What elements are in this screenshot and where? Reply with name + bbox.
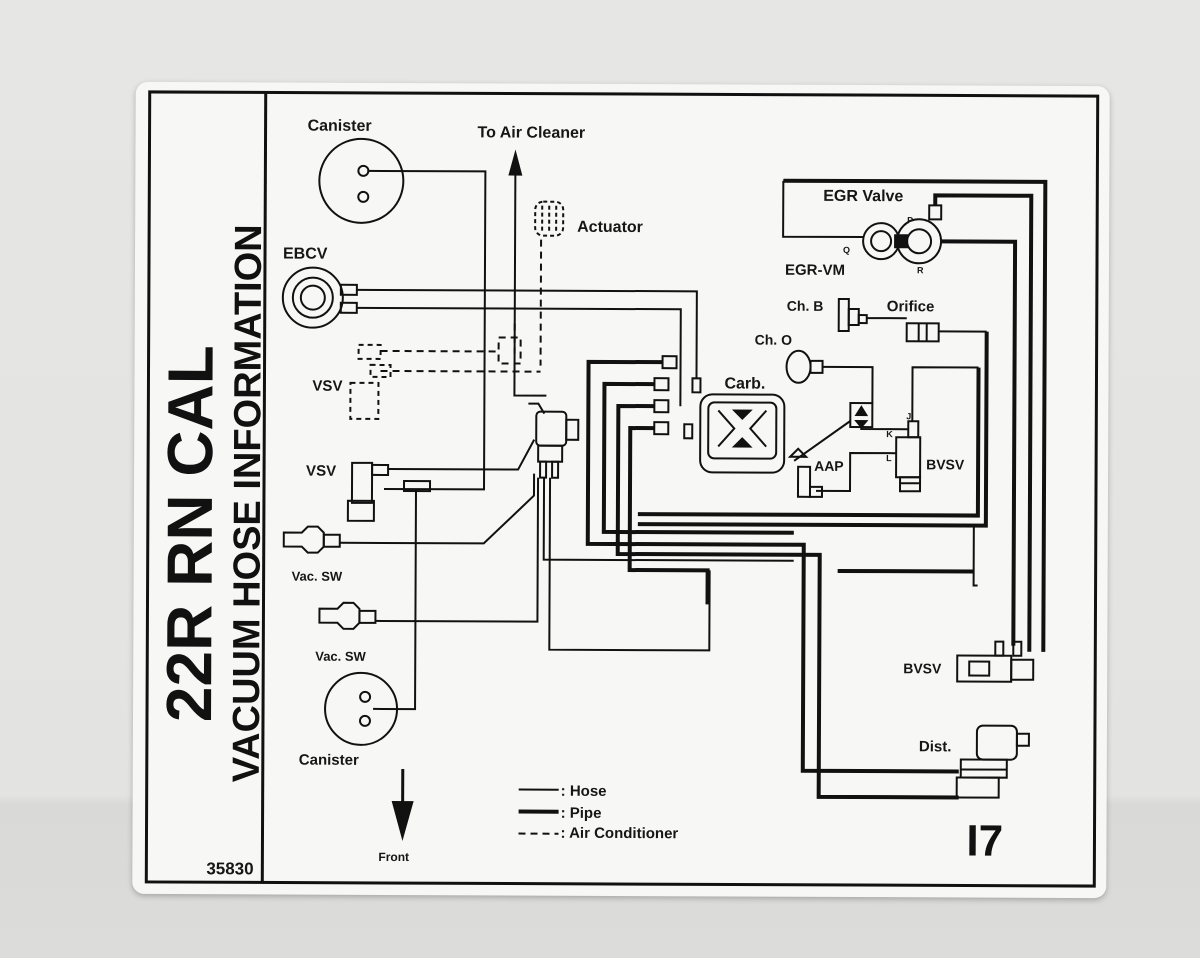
label-title: 22R RN CAL (153, 345, 227, 722)
port-k-label: K (886, 429, 893, 439)
canister-top-icon (318, 137, 405, 224)
bvsv-1-label: BVSV (926, 456, 965, 472)
egr-valve-label: EGR Valve (823, 188, 903, 205)
legend-ac-label: : Air Conditioner (560, 825, 678, 843)
ch-b-icon (837, 297, 868, 332)
orifice-label: Orifice (887, 298, 935, 315)
title-column-divider (260, 92, 268, 883)
label-subtitle: VACUUM HOSE INFORMATION (226, 224, 270, 782)
port-j-label: J (906, 411, 911, 421)
vsv-icon (346, 461, 390, 522)
to-air-cleaner-label: To Air Cleaner (478, 124, 586, 141)
hose-lines (339, 169, 794, 711)
part-number: 35830 (206, 859, 253, 878)
ch-b-label: Ch. B (787, 298, 824, 314)
carburetor-icon (699, 393, 786, 474)
bvsv-1-icon (895, 420, 922, 493)
dist-label: Dist. (919, 738, 952, 755)
port-r-label: R (917, 265, 924, 275)
vsv-dashed-icon (349, 343, 392, 420)
ebcv-icon (281, 266, 358, 329)
right-hose-lines (782, 180, 987, 587)
ebcv-label: EBCV (283, 246, 328, 263)
check-valve-icon (849, 401, 874, 429)
vacuum-diagram: 22R RN CAL VACUUM HOSE INFORMATION 35830… (144, 90, 1100, 888)
carb-ports (653, 355, 702, 440)
bvsv-2-icon (956, 640, 1035, 683)
vsv-label: VSV (306, 463, 336, 480)
label-border (144, 90, 1100, 888)
distributor-icon (955, 724, 1030, 799)
pipe-lines (585, 178, 1048, 800)
carb-label: Carb. (724, 375, 765, 392)
front-label: Front (378, 850, 409, 864)
egr-valve-icon (862, 204, 943, 265)
actuator-label: Actuator (577, 219, 643, 236)
aap-label: AAP (814, 458, 844, 474)
vac-sw-2-label: Vac. SW (315, 649, 366, 664)
legend-pipe-label: : Pipe (561, 805, 602, 822)
vacuum-hose-label-sticker: 22R RN CAL VACUUM HOSE INFORMATION 35830… (132, 81, 1110, 899)
legend-hose-label: : Hose (561, 783, 607, 800)
vac-sw-1-label: Vac. SW (292, 569, 343, 584)
actuator-icon (534, 200, 565, 237)
canister-top-label: Canister (308, 118, 372, 135)
legend: : Hose : Pipe : Air Conditioner (518, 783, 678, 843)
ch-o-label: Ch. O (755, 332, 793, 348)
center-vsv-icon (528, 402, 580, 479)
canister-bottom-label: Canister (299, 752, 359, 769)
vac-sw-1-icon (282, 525, 341, 554)
air-conditioner-lines (380, 239, 543, 373)
front-arrow-icon (391, 769, 414, 842)
ch-o-icon (785, 349, 824, 384)
orifice-icon (905, 322, 940, 343)
vsv-dashed-label: VSV (312, 378, 342, 395)
vac-sw-2-icon (318, 601, 377, 630)
bvsv-2-label: BVSV (903, 660, 942, 676)
egr-vm-label: EGR-VM (785, 262, 845, 279)
aap-icon (787, 447, 824, 498)
port-q-label: Q (843, 245, 850, 255)
label-code: I7 (966, 817, 1003, 866)
port-l-label: L (886, 453, 892, 463)
port-p-label: P (907, 215, 913, 225)
